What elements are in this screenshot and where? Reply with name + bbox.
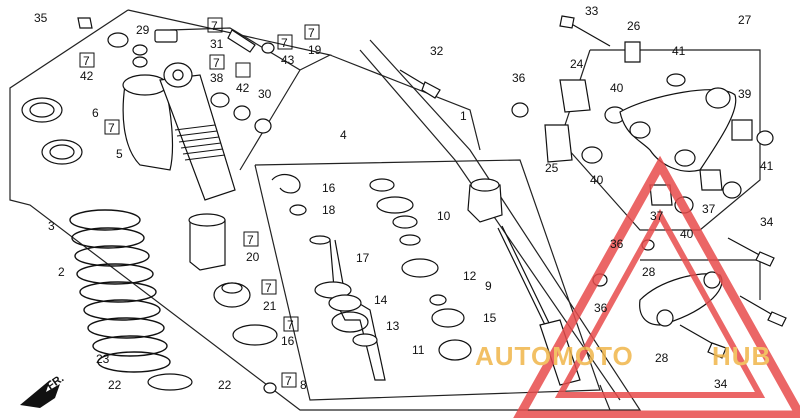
callout-10: 10 — [437, 209, 451, 223]
callout-37: 37 — [650, 209, 664, 223]
callout-40: 40 — [680, 227, 694, 241]
callout-18: 18 — [322, 203, 336, 217]
callout-17: 17 — [356, 251, 370, 265]
callout-43: 43 — [281, 53, 295, 67]
lock-nut-5 — [41, 139, 83, 165]
callout-4: 4 — [340, 128, 347, 142]
callout-41: 41 — [760, 159, 774, 173]
callout-16: 16 — [281, 334, 295, 348]
callout-40: 40 — [590, 173, 604, 187]
direction-label: FR. — [45, 372, 66, 392]
callout-36: 36 — [594, 301, 608, 315]
callout-7: 7 — [247, 233, 254, 247]
callout-28: 28 — [642, 265, 656, 279]
callout-16: 16 — [322, 181, 336, 195]
callout-7: 7 — [281, 36, 288, 50]
callout-11: 11 — [412, 343, 425, 357]
callout-15: 15 — [483, 311, 497, 325]
callout-2: 2 — [58, 265, 65, 279]
callout-42: 42 — [236, 81, 250, 95]
callout-7: 7 — [285, 374, 292, 388]
callout-20: 20 — [246, 250, 260, 264]
part-shapes — [21, 15, 787, 394]
callout-31: 31 — [210, 37, 224, 51]
callout-41: 41 — [672, 44, 686, 58]
callout-26: 26 — [627, 19, 641, 33]
callout-40: 40 — [610, 81, 624, 95]
callout-13: 13 — [386, 319, 400, 333]
callout-7: 7 — [108, 121, 115, 135]
lock-nut-6 — [21, 97, 63, 123]
callout-37: 37 — [702, 202, 716, 216]
callout-3: 3 — [48, 219, 55, 233]
callout-39: 39 — [738, 87, 752, 101]
callout-21: 21 — [263, 299, 277, 313]
callout-34: 34 — [714, 377, 728, 391]
callout-5: 5 — [116, 147, 123, 161]
callout-29: 29 — [136, 23, 150, 37]
front-direction-arrow: FR. — [20, 372, 66, 408]
callout-32: 32 — [430, 44, 444, 58]
callout-7: 7 — [83, 54, 90, 68]
callout-25: 25 — [545, 161, 559, 175]
watermark-left-text: AUTOMOTO — [475, 341, 634, 371]
callout-7: 7 — [265, 281, 272, 295]
callout-42: 42 — [80, 69, 94, 83]
callout-14: 14 — [374, 293, 388, 307]
callout-36: 36 — [512, 71, 526, 85]
callout-boxes — [79, 17, 320, 388]
callout-7: 7 — [308, 26, 315, 40]
watermark-right-text: HUB — [712, 341, 771, 371]
callout-19: 19 — [308, 43, 322, 57]
callout-24: 24 — [570, 57, 584, 71]
callout-38: 38 — [210, 71, 224, 85]
automotohub-watermark: AUTOMOTO HUB — [475, 155, 800, 418]
callout-22: 22 — [108, 378, 122, 392]
callout-27: 27 — [738, 13, 752, 27]
callout-7: 7 — [213, 56, 220, 70]
callout-8: 8 — [300, 378, 307, 392]
callout-6: 6 — [92, 106, 99, 120]
callout-36: 36 — [610, 237, 624, 251]
callout-22: 22 — [218, 378, 232, 392]
callout-7: 7 — [211, 19, 218, 33]
callout-9: 9 — [485, 279, 492, 293]
callout-23: 23 — [96, 352, 110, 366]
callout-30: 30 — [258, 87, 272, 101]
callout-7: 7 — [287, 318, 294, 332]
callout-12: 12 — [463, 269, 477, 283]
callout-28: 28 — [655, 351, 669, 365]
callout-33: 33 — [585, 4, 599, 18]
callout-numbers: 35 29 7 31 7 19 7 43 32 33 26 27 42 7 38… — [34, 4, 774, 392]
callout-34: 34 — [760, 215, 774, 229]
callout-35: 35 — [34, 11, 48, 25]
callout-1: 1 — [460, 109, 467, 123]
